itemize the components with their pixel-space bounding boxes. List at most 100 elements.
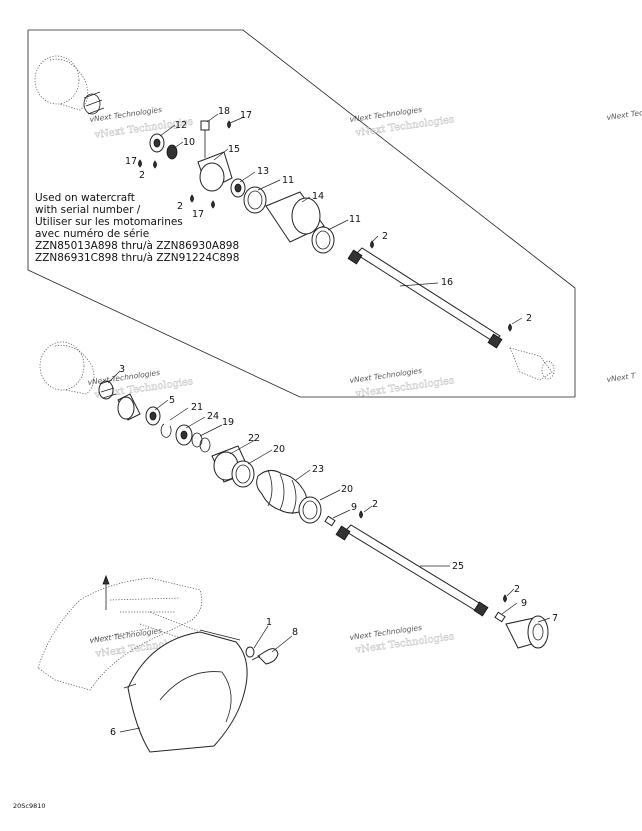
callout-18: 18: [218, 106, 230, 117]
watermarks: vNext Technologies vNext Technologies vN…: [87, 103, 642, 660]
leader-line: [399, 282, 439, 287]
part-1-washer: [245, 646, 255, 658]
leader-line: [185, 416, 206, 429]
note-line: ZZN85013A898 thru/à ZZN86930A898: [35, 240, 239, 252]
leader-line: [506, 588, 515, 597]
arrow-up-icon: [102, 574, 110, 585]
part-13-bearing-inner: [234, 183, 242, 193]
coupler-part: [83, 93, 101, 115]
engine-housing: [34, 55, 80, 105]
callout-2: 2: [372, 499, 378, 510]
grease-drop-icon: [227, 120, 231, 129]
guard-assembly: 1 8 6: [37, 574, 298, 753]
leader-line: [169, 407, 189, 421]
part-12-seal-inner: [153, 138, 161, 148]
callout-17: 17: [240, 110, 252, 121]
part-11-clamp-left: [243, 186, 267, 214]
callout-23: 23: [312, 464, 324, 475]
callouts-lower: 3 5 21 24 19 22 20 23 20 9 2 25 2 9 7: [119, 364, 558, 624]
note-line: Utiliser sur les motomarines: [35, 216, 183, 228]
part-6-cover: [127, 631, 248, 753]
grease-drop-icon: [359, 510, 363, 519]
callout-2: 2: [139, 170, 145, 181]
callout-9: 9: [521, 598, 527, 609]
leader-line: [327, 219, 349, 231]
note-line: Used on watercraft: [35, 192, 135, 204]
callout-14: 14: [312, 191, 324, 202]
callout-20: 20: [273, 444, 285, 455]
callout-20: 20: [341, 484, 353, 495]
callout-2: 2: [382, 231, 388, 242]
callout-2: 2: [526, 313, 532, 324]
callout-8: 8: [292, 627, 298, 638]
grease-drop-icon: [153, 160, 157, 169]
bracket-detail: [89, 597, 181, 641]
rear-coupler: [509, 347, 553, 381]
part-7-coupler-face: [527, 615, 549, 649]
grease-drop-icon: [370, 240, 374, 249]
callout-24: 24: [207, 411, 219, 422]
part-9-seal-rear: [494, 611, 506, 623]
upper-assembly: 18 17 12 10 17 2 15 13 11 2 17 14 11 2 1…: [34, 55, 555, 381]
grease-drop-icon: [508, 323, 512, 332]
part-19-o-ring: [191, 432, 203, 448]
callouts-upper: 18 17 12 10 17 2 15 13 11 2 17 14 11 2 1…: [125, 106, 532, 324]
inset-frame: [27, 29, 576, 398]
engine-housing-lower: [39, 341, 85, 391]
leader-line: [107, 370, 121, 384]
shaft-spline-front: [347, 249, 363, 265]
watermark: vNext T: [606, 371, 637, 384]
part-20-clamp-left-inner: [235, 464, 251, 484]
leader-line: [363, 505, 373, 513]
part-6-cover-flange: [123, 629, 241, 689]
callout-12: 12: [175, 120, 187, 131]
callout-11: 11: [349, 214, 361, 225]
bellows-ribs: [267, 469, 297, 515]
part-10-bushing: [166, 144, 178, 160]
leader-line: [229, 116, 245, 124]
part-16-driveshaft: [355, 247, 501, 343]
grease-drop-icon: [211, 200, 215, 209]
mounting-bracket: [37, 577, 203, 691]
leader-line: [301, 196, 311, 203]
callout-22: 22: [248, 433, 260, 444]
callout-7: 7: [552, 613, 558, 624]
callout-15: 15: [228, 144, 240, 155]
part-11-clamp-right-inner: [315, 230, 331, 250]
part-6-cover-edge: [159, 671, 232, 723]
leader-line: [213, 148, 229, 161]
callout-3: 3: [119, 364, 125, 375]
callout-21: 21: [191, 402, 203, 413]
part-14-boot-face: [291, 197, 321, 235]
screw-shank: [251, 655, 261, 661]
part-21-circlip: [160, 423, 172, 438]
note-line: avec numéro de série: [35, 228, 149, 240]
callout-13: 13: [257, 166, 269, 177]
leader-lines-lower: [107, 370, 551, 623]
leader-line: [371, 235, 379, 243]
grease-drops-upper: [138, 120, 512, 332]
leader-line: [537, 617, 551, 623]
shaft-spline-rear: [487, 333, 503, 349]
callout-2: 2: [514, 584, 520, 595]
callout-17: 17: [125, 156, 137, 167]
part-20-clamp-right-inner: [302, 500, 318, 520]
callout-2: 2: [177, 201, 183, 212]
leader-line: [154, 399, 169, 411]
coupler-teeth: [83, 91, 105, 115]
dashed-guide: [149, 611, 241, 649]
callout-17: 17: [192, 209, 204, 220]
part-9-seal: [324, 515, 336, 527]
rear-coupler-face: [541, 360, 555, 380]
leader-line: [247, 449, 273, 465]
leader-line: [159, 124, 176, 137]
grease-drops-lower: [359, 510, 507, 603]
callout-11: 11: [282, 175, 294, 186]
part-8-wing-screw: [257, 648, 279, 665]
leader-line: [511, 317, 523, 325]
engine-housing-lower-outline: [54, 345, 95, 395]
part-18-fitting: [200, 120, 210, 131]
leader-line: [119, 727, 141, 733]
grease-drop-icon: [138, 159, 142, 168]
